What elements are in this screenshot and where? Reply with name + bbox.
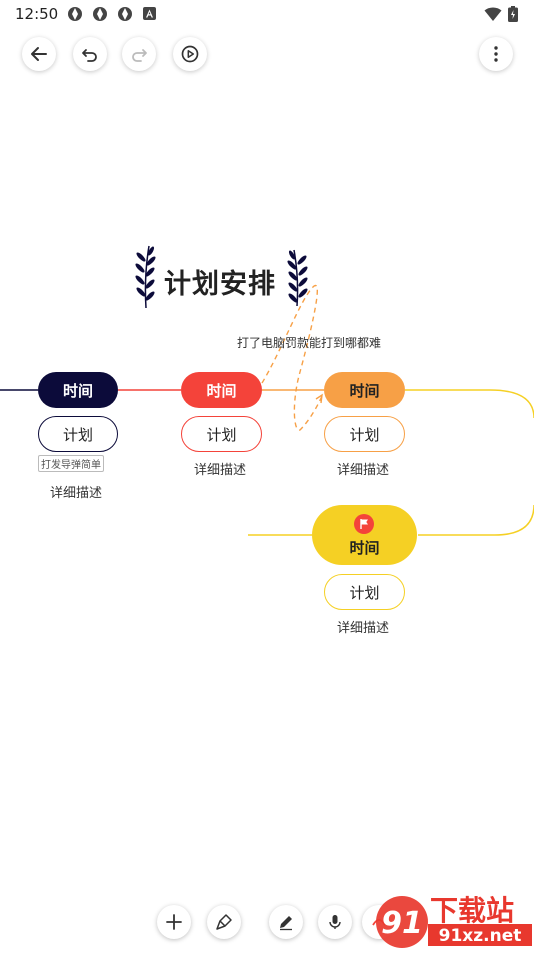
more-vertical-icon [494, 46, 498, 62]
detail-description[interactable]: 详细描述 [194, 463, 247, 478]
plan-node[interactable]: 计划 [181, 416, 262, 452]
plan-node[interactable]: 计划 [38, 416, 118, 452]
more-options-button[interactable] [479, 37, 513, 71]
back-button[interactable] [22, 37, 56, 71]
redo-button[interactable] [122, 37, 156, 71]
plan-node[interactable]: 计划 [324, 416, 405, 452]
time-node[interactable]: 时间 [324, 372, 405, 408]
plan-node[interactable]: 计划 [324, 574, 405, 610]
undo-icon [82, 49, 97, 62]
detail-description[interactable]: 详细描述 [337, 621, 390, 636]
notification-app-icon [118, 7, 132, 21]
status-bar: 12:50 [0, 0, 534, 28]
add-node-button[interactable] [157, 905, 191, 939]
play-button[interactable] [173, 37, 207, 71]
mindmap-title[interactable]: 计划安排 [164, 269, 276, 300]
redo-icon [132, 49, 147, 62]
undo-button[interactable] [73, 37, 107, 71]
microphone-icon [329, 915, 341, 929]
arrow-left-icon [31, 47, 47, 61]
connector-curve [418, 504, 534, 536]
notification-app-icon [68, 7, 82, 21]
time-node-with-flag[interactable]: 时间 [312, 505, 417, 565]
annotation-arrow[interactable] [261, 284, 323, 431]
time-node[interactable]: 时间 [181, 372, 262, 408]
laurel-right-icon [287, 249, 308, 307]
pen-icon [280, 916, 292, 931]
flag-icon [354, 514, 374, 534]
battery-icon [508, 6, 518, 22]
watermark-logo: 91 下载站 91xz.net [368, 888, 534, 950]
svg-text:下载站: 下载站 [430, 894, 514, 927]
node-tag[interactable]: 打发导弹简单 [38, 455, 104, 472]
connector-curve [405, 389, 534, 419]
annotation-text[interactable]: 打了电脑罚款能打到哪都难 [237, 336, 382, 350]
wifi-icon [484, 7, 502, 21]
time-node[interactable]: 时间 [38, 372, 118, 408]
detail-description[interactable]: 详细描述 [337, 463, 390, 478]
time-node-label: 时间 [349, 539, 380, 557]
play-circle-icon [181, 45, 199, 63]
plus-icon [166, 914, 182, 930]
status-time: 12:50 [15, 5, 59, 23]
detail-description[interactable]: 详细描述 [50, 486, 103, 501]
pen-button[interactable] [269, 905, 303, 939]
laurel-left-icon [135, 245, 156, 309]
svg-text:91: 91 [381, 906, 423, 941]
paint-brush-icon [216, 914, 232, 930]
voice-button[interactable] [318, 905, 352, 939]
arrowhead [315, 393, 323, 404]
notification-a-icon [143, 7, 156, 20]
svg-text:91xz.net: 91xz.net [439, 926, 522, 946]
style-button[interactable] [207, 905, 241, 939]
notification-app-icon [93, 7, 107, 21]
